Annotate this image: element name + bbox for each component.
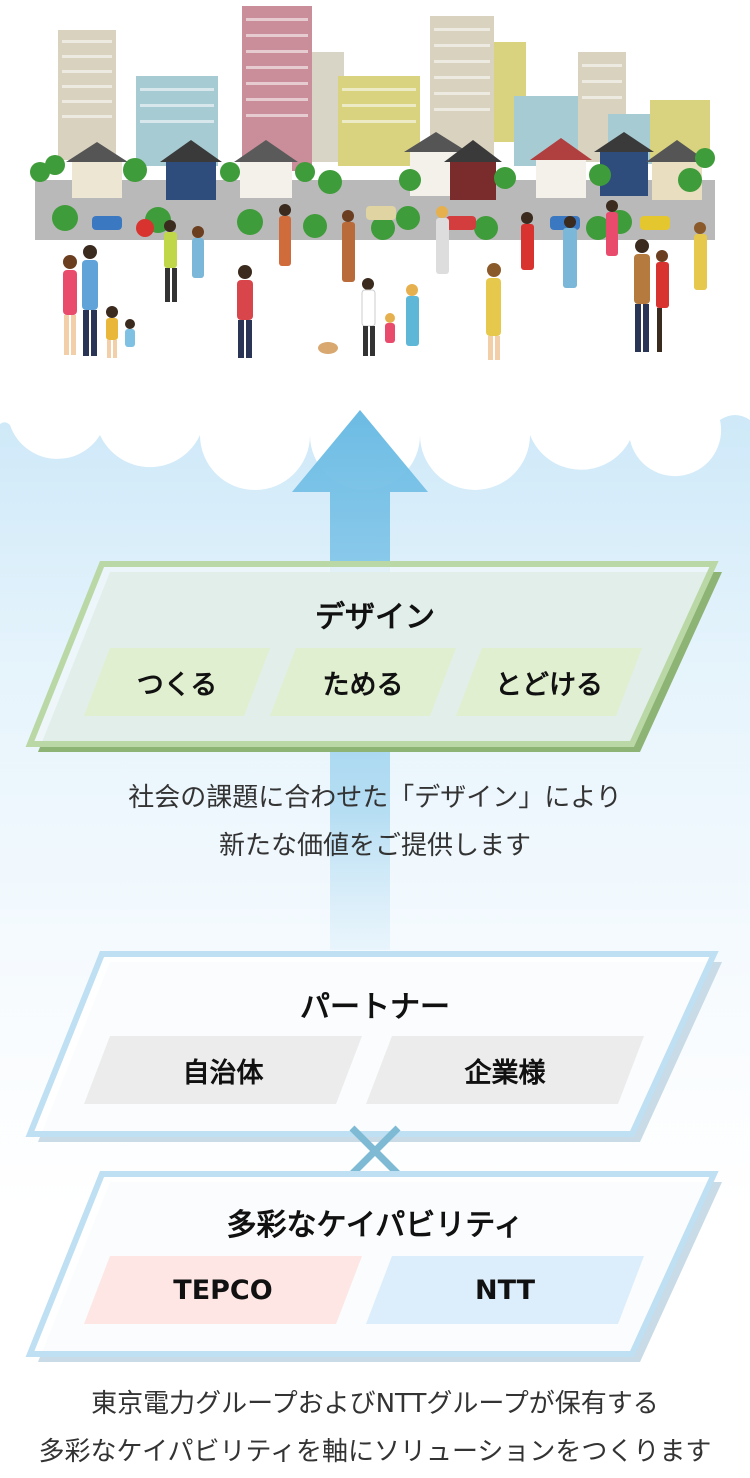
partner-title: パートナー [0, 982, 750, 1026]
capability-item-ntt: NTT [366, 1256, 644, 1324]
design-description: 社会の課題に合わせた「デザイン」により 新たな価値をご提供します [0, 774, 750, 870]
design-item-todokeru: とどける [456, 648, 642, 716]
design-description-line: 新たな価値をご提供します [0, 822, 750, 870]
partner-item-municipality: 自治体 [84, 1036, 362, 1104]
design-panel: デザイン つくる ためる とどける [0, 560, 750, 760]
design-item-tameru: ためる [270, 648, 456, 716]
balloon [136, 219, 154, 237]
design-item-tsukuru: つくる [84, 648, 270, 716]
capability-item-tepco: TEPCO [84, 1256, 362, 1324]
capability-description-line: 東京電力グループおよびNTTグループが保有する [0, 1380, 750, 1428]
capability-title: 多彩なケイパビリティ [0, 1200, 750, 1244]
partner-panel: パートナー 自治体 企業様 [0, 950, 750, 1150]
capability-description-line: 多彩なケイパビリティを軸にソリューションをつくります [0, 1428, 750, 1476]
city-illustration [0, 0, 750, 380]
partner-item-company: 企業様 [366, 1036, 644, 1104]
capability-description: 東京電力グループおよびNTTグループが保有する 多彩なケイパビリティを軸にソリュ… [0, 1380, 750, 1476]
design-description-line: 社会の課題に合わせた「デザイン」により [0, 774, 750, 822]
design-title: デザイン [0, 592, 750, 636]
capability-panel: 多彩なケイパビリティ TEPCO NTT [0, 1170, 750, 1370]
